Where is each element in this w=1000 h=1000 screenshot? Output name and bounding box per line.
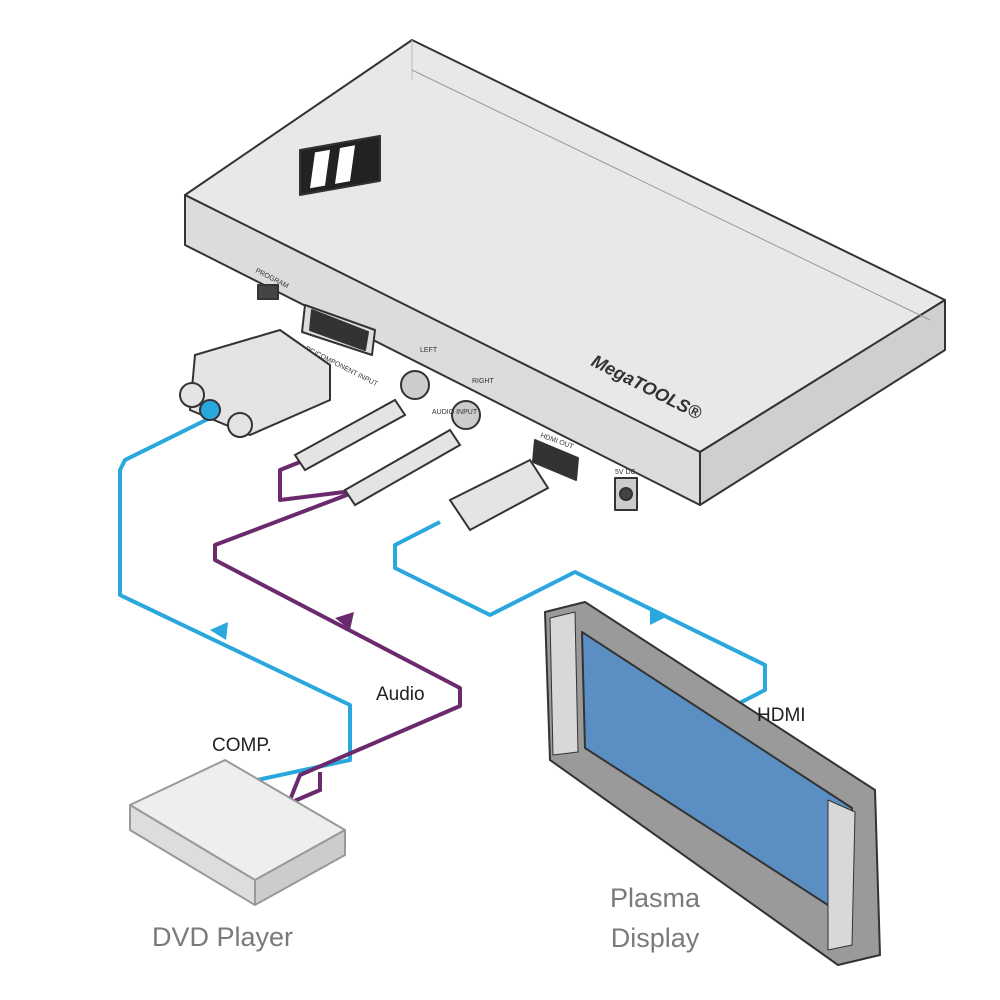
audio-cable-split xyxy=(284,772,322,807)
audio-input-label: AUDIO INPUT xyxy=(432,409,478,416)
right-label: RIGHT xyxy=(472,378,495,385)
comp-label: COMP. xyxy=(212,735,272,756)
right-audio-port xyxy=(451,400,481,430)
hdmi-arrow-icon xyxy=(650,607,668,625)
rca-plugs xyxy=(293,398,462,507)
hdmi-label: HDMI xyxy=(757,705,806,726)
comp-arrow-icon xyxy=(210,622,228,640)
power-label: 5V DC xyxy=(615,469,636,476)
plasma-display-label: Plasma Display xyxy=(590,878,720,958)
dvd-player-label: DVD Player xyxy=(152,922,294,952)
top-panel-line xyxy=(411,69,931,321)
device-right-face xyxy=(699,299,946,506)
left-audio-port xyxy=(400,370,430,400)
hdmi-plug xyxy=(448,458,550,532)
hdmi-cable xyxy=(393,520,767,710)
dvd-player xyxy=(129,759,346,906)
audio-arrow-icon xyxy=(335,612,354,630)
hdmi-out-port xyxy=(532,439,579,481)
kramer-logo xyxy=(299,134,381,197)
comp-video-cable xyxy=(118,416,352,784)
plasma-label-line1: Plasma xyxy=(609,883,701,913)
megatools-device: MegaTOOLS® PROGRAM PC/COMPONENT INPUT LE… xyxy=(184,39,946,511)
vga-plug xyxy=(179,328,331,438)
plasma-label-line2: Display xyxy=(610,923,700,953)
audio-label: Audio xyxy=(376,684,425,705)
audio-cable xyxy=(213,460,462,801)
plasma-display xyxy=(544,601,881,966)
left-label: LEFT xyxy=(420,347,438,354)
program-port xyxy=(257,284,279,300)
